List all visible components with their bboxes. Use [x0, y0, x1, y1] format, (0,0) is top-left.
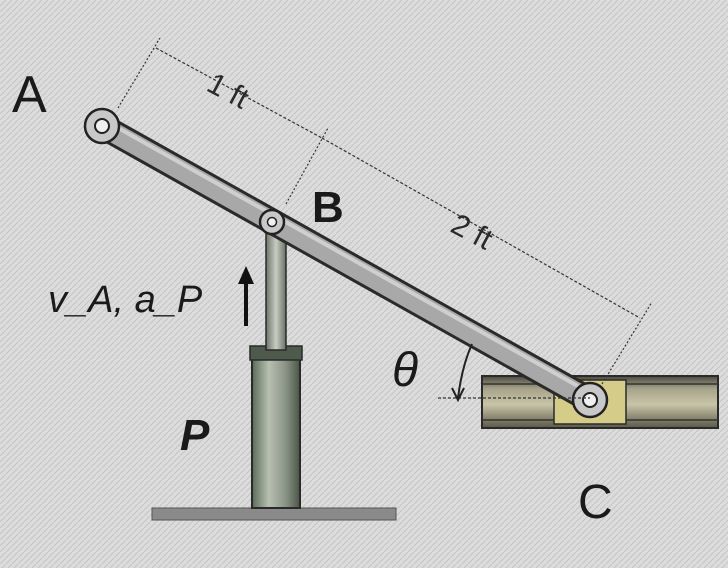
hydraulic-cylinder-p — [249, 231, 303, 509]
dimension-bc — [321, 137, 653, 385]
link-ac — [89, 113, 603, 413]
label-p: P — [180, 411, 210, 460]
label-given-va-ap: v_A, a_P — [48, 279, 203, 321]
angle-theta-marker — [438, 343, 590, 403]
piston-rod — [265, 231, 287, 351]
label-b: B — [312, 183, 344, 232]
label-theta: θ — [392, 344, 418, 397]
up-arrow-icon — [238, 266, 254, 326]
label-c: C — [578, 476, 613, 529]
label-a: A — [12, 66, 47, 124]
dimension-ab — [117, 37, 329, 205]
pin-c — [571, 381, 609, 419]
pin-b — [258, 208, 286, 236]
ground-plate — [151, 507, 397, 521]
pin-a — [83, 107, 121, 145]
